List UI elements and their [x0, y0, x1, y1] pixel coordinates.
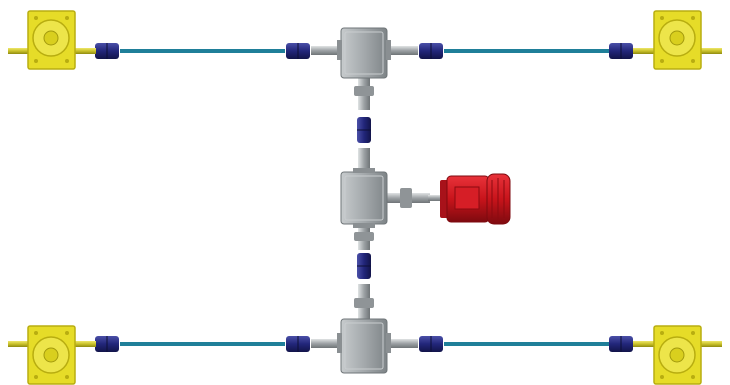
- screw-jacks: [8, 10, 722, 385]
- electric-motor: [428, 173, 511, 225]
- couplings: [95, 43, 633, 352]
- gearbox-top: [311, 27, 418, 110]
- coupling-icon: [95, 336, 119, 352]
- screw-jack-icon: [633, 10, 722, 70]
- gearbox-bottom: [311, 284, 418, 374]
- electric-motor-icon: [428, 173, 511, 225]
- coupling-icon: [357, 253, 371, 279]
- coupling-icon: [419, 336, 443, 352]
- shaft-bottom-left: [120, 342, 285, 346]
- screw-jack-icon: [8, 10, 96, 70]
- coupling-icon: [419, 43, 443, 59]
- coupling-icon: [286, 43, 310, 59]
- transmission-shafts: [120, 49, 609, 346]
- gearbox-middle: [340, 148, 430, 250]
- shaft-top-right: [444, 49, 609, 53]
- shaft-top-left: [120, 49, 285, 53]
- bevel-gearbox-icon: [340, 148, 430, 250]
- coupling-icon: [609, 43, 633, 59]
- coupling-icon: [286, 336, 310, 352]
- screw-jack-icon: [633, 325, 722, 385]
- screw-jack-icon: [8, 325, 96, 385]
- coupling-icon: [609, 336, 633, 352]
- shaft-bottom-right: [444, 342, 609, 346]
- bevel-gearbox-icon: [311, 27, 418, 110]
- coupling-icon: [357, 117, 371, 143]
- coupling-icon: [95, 43, 119, 59]
- bevel-gearbox-icon: [311, 284, 418, 374]
